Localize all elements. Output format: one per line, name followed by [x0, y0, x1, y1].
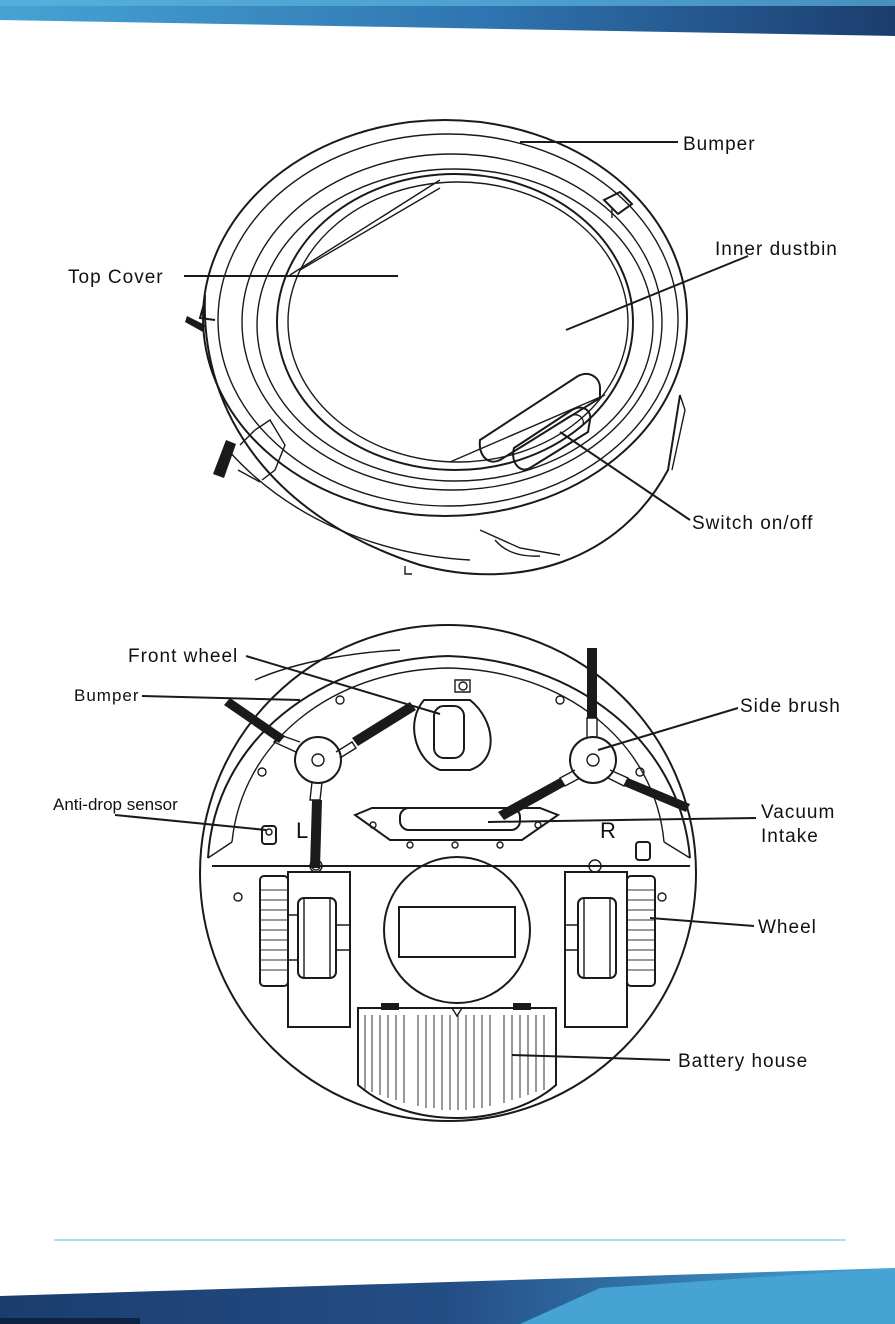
label-vacuum: Vacuum [761, 802, 835, 823]
label-switch: Switch on/off [692, 513, 813, 534]
label-bumper-top: Bumper [683, 134, 756, 155]
label-side-brush: Side brush [740, 696, 841, 717]
label-front-wheel: Front wheel [128, 646, 238, 667]
footer-banner [0, 1268, 895, 1324]
label-intake: Intake [761, 826, 819, 847]
label-wheel: Wheel [758, 917, 817, 938]
mark-left: L [296, 818, 308, 843]
label-bumper-bottom: Bumper [74, 686, 140, 705]
label-inner-dustbin: Inner dustbin [715, 239, 838, 260]
label-anti-drop-sensor: Anti-drop sensor [53, 795, 178, 814]
label-top-cover: Top Cover [68, 267, 164, 288]
mark-right: R [600, 818, 616, 843]
top-view-robot [185, 120, 687, 574]
header-banner [0, 0, 895, 36]
label-battery-house: Battery house [678, 1051, 808, 1072]
